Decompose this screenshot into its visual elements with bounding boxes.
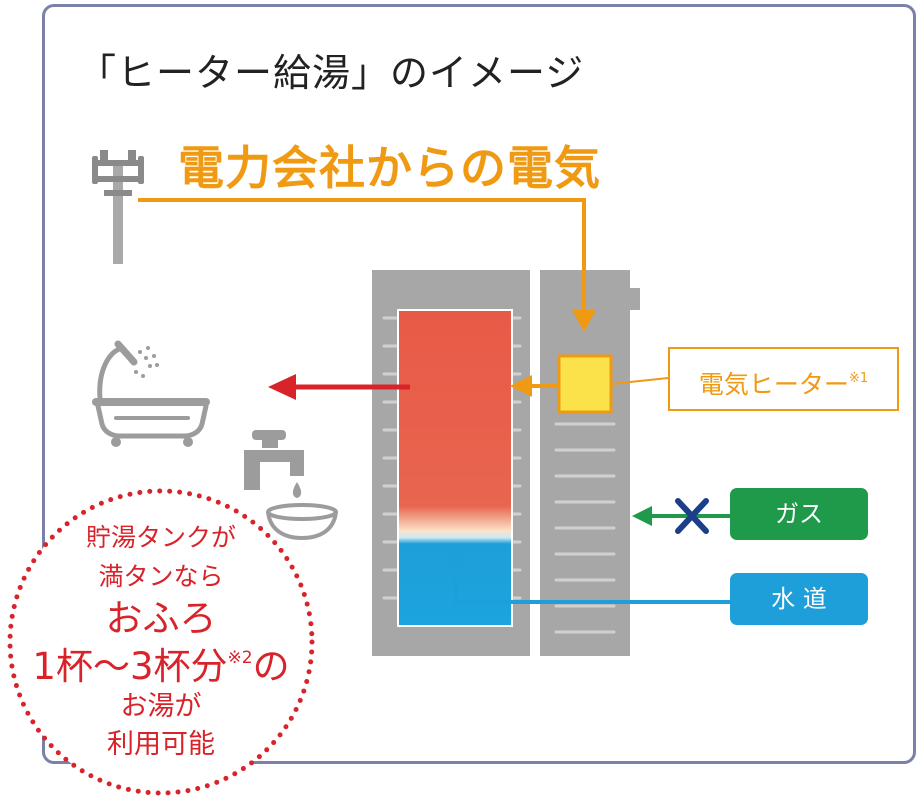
badge-line-5: お湯が — [120, 691, 202, 722]
hot-water-out-arrow — [268, 374, 410, 400]
electric-heater-block — [557, 354, 613, 414]
heat-flow-arrow — [510, 375, 559, 397]
badge-line-3: おふろ — [105, 597, 217, 640]
heater-note: ※1 — [848, 371, 869, 386]
heater-callout-box: 電気ヒーター※1 — [668, 347, 899, 411]
badge-line-6: 利用可能 — [107, 729, 215, 760]
faucet-icon — [244, 430, 304, 498]
badge-line-4-note: ※2 — [227, 648, 253, 668]
water-label: 水 道 — [730, 573, 868, 625]
heater-label: 電気ヒーター — [698, 370, 849, 399]
basin-icon — [266, 503, 338, 541]
power-company-label: 電力会社からの電気 — [178, 141, 601, 195]
gas-flow-arrow — [632, 506, 730, 526]
utility-pole-icon — [92, 150, 144, 264]
badge-line-2: 満タンなら — [98, 562, 224, 591]
badge-line-1: 貯湯タンクが — [85, 523, 236, 552]
capacity-badge-circle — [7, 488, 315, 796]
gas-blocked-x-icon — [675, 498, 709, 534]
bathtub-shower-icon — [92, 340, 210, 447]
water-supply-line — [446, 546, 730, 604]
badge-line-4-suffix: の — [252, 645, 290, 688]
gas-label: ガス — [730, 488, 868, 540]
heater-callout-pointer — [610, 377, 669, 385]
badge-line-4-text: 1杯〜3杯分 — [32, 645, 228, 688]
badge-line-4: 1杯〜3杯分※2の — [0, 636, 322, 690]
electric-flow-line — [138, 198, 596, 332]
diagram-title: 「ヒーター給湯」のイメージ — [78, 51, 585, 95]
